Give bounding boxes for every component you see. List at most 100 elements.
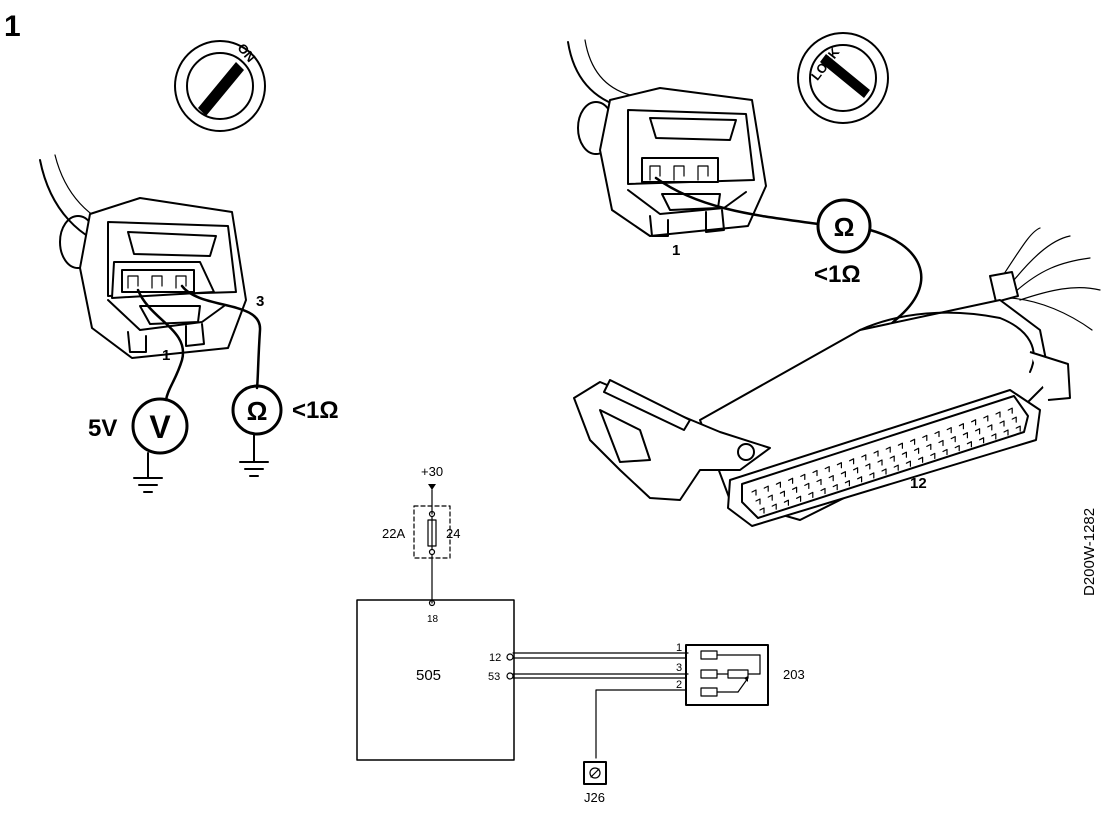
ground-point-j26-icon (583, 761, 607, 785)
ecu-pin-slot (849, 458, 855, 465)
voltmeter-icon: V (131, 397, 189, 455)
ecu-pin-slot (751, 489, 757, 496)
ecu-pin-slot (975, 428, 981, 435)
ecu-pin-slot (873, 450, 879, 457)
resistance-reading-right: <1Ω (814, 261, 861, 288)
ecu-pin-slot (840, 471, 846, 478)
module-label: 505 (416, 667, 441, 684)
ground-symbol-left-1 (133, 452, 163, 493)
ignition-switch-lock-icon: LOCK (797, 32, 889, 124)
ecu-pin-slot (1011, 416, 1017, 423)
ecu-pin-slot (893, 464, 899, 471)
ecu-pin-slot (755, 498, 761, 505)
ecu-pin-slot (930, 452, 936, 459)
ground-label: J26 (584, 790, 605, 805)
ecu-pin-slot (836, 462, 842, 469)
ecu-pin-grid (751, 407, 1021, 514)
ecu-pin-slot (950, 436, 956, 443)
document-code: D200W-1282 (1081, 508, 1098, 596)
ohmmeter-symbol-right: Ω (834, 212, 855, 242)
ecu-pin-slot (897, 442, 903, 449)
ecu-pin-slot (844, 480, 850, 487)
left-pin-3-label: 3 (256, 293, 264, 310)
ecu-pin-slot (1015, 425, 1021, 432)
right-panel: LOCK 1 Ω <1Ω (567, 32, 1101, 527)
ecu-pin-slot (926, 443, 932, 450)
ecu-pin-slot (942, 448, 948, 456)
ecu-pin-slot (865, 463, 871, 470)
ohmmeter-icon-left: Ω (231, 384, 283, 436)
ecu-pin-slot (869, 472, 875, 479)
ecu-pin-slot (1003, 429, 1009, 436)
ecu-pin-slot (995, 411, 1001, 418)
sensor-pin-2-label: 2 (676, 679, 682, 691)
ecu-pin-slot (910, 438, 916, 445)
ecu-pin-slot (1007, 407, 1013, 414)
ignition-switch-on-icon: ON (174, 40, 266, 132)
ecu-pin-slot (938, 439, 944, 447)
ecu-pin-slot (983, 415, 989, 422)
ecu-pin-slot (958, 423, 964, 430)
module-pin-12-label: 12 (489, 652, 501, 664)
ecu-pin-slot (962, 432, 968, 439)
supply-label: +30 (421, 464, 443, 479)
ecu-pin-slot (987, 424, 993, 431)
ecu-pin-slot (824, 466, 830, 473)
left-panel: ON 1 3 V 5V (39, 40, 339, 493)
ecu-pin-slot (792, 486, 798, 493)
ecu-pin-slot (779, 490, 785, 497)
ecu-pin-slot (775, 481, 781, 488)
control-module-505 (356, 599, 515, 761)
sensor-connector-left (59, 197, 247, 359)
schematic: +30 22A 24 18 505 12 53 (356, 464, 805, 805)
ecu-pin-slot (812, 469, 818, 477)
ecu-pin-slot (788, 477, 794, 484)
ecu-pin-slot (759, 507, 765, 514)
sensor-203 (685, 644, 769, 706)
ecu-connector (573, 227, 1101, 527)
sensor-pin-1-label: 1 (676, 642, 682, 654)
ecu-pin-slot (800, 473, 806, 480)
ecu-pin-slot (767, 494, 773, 501)
voltmeter-lead (136, 288, 185, 402)
ground-symbol-left-2 (239, 433, 269, 477)
ohmmeter-icon-right: Ω (816, 198, 872, 254)
fuse-label-left: 22A (382, 526, 405, 541)
ecu-pin-slot (857, 476, 863, 483)
ecu-pin-slot (918, 456, 924, 463)
ecu-pin-slot (804, 482, 810, 489)
ecu-pin-slot (820, 487, 826, 495)
supply-arrow-icon (428, 484, 436, 490)
ecu-pin-slot (914, 447, 920, 454)
ecu-pin-slot (881, 468, 887, 475)
ohmmeter-lead-left (180, 284, 262, 390)
resistance-reading-left: <1Ω (292, 397, 339, 424)
ecu-pin-slot (954, 445, 960, 452)
ecu-pin-slot (763, 485, 769, 492)
module-pin-53-label: 53 (488, 671, 500, 683)
ecu-pin-slot (861, 454, 867, 461)
ecu-pin-slot (979, 437, 985, 444)
ecu-pin-slot (771, 503, 777, 510)
ohmmeter-symbol-left: Ω (247, 396, 268, 426)
ecu-pin-label: 12 (910, 475, 927, 492)
figure-number: 1 (4, 10, 21, 43)
right-pin-1-label: 1 (672, 242, 680, 259)
ecu-pin-slot (796, 495, 802, 502)
ecu-pin-slot (889, 455, 895, 462)
ecu-pin-slot (901, 451, 907, 458)
module-pin-18-label: 18 (427, 614, 439, 625)
voltage-reading: 5V (88, 415, 117, 442)
fuse-label-right: 24 (446, 526, 460, 541)
ecu-pin-slot (991, 433, 997, 440)
ecu-pin-slot (971, 419, 977, 426)
ecu-pin-slot (816, 478, 822, 486)
ecu-pin-slot (808, 491, 814, 498)
ecu-pin-slot (877, 459, 883, 466)
sensor-pin-3-label: 3 (676, 662, 682, 674)
ecu-pin-slot (922, 434, 928, 441)
ecu-pin-slot (966, 441, 972, 448)
ohmmeter-lead-right-a (654, 176, 820, 226)
